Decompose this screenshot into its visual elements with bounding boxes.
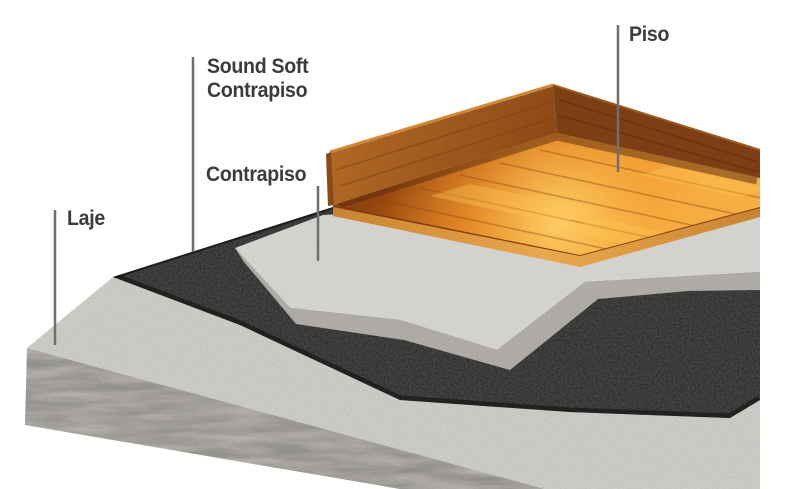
baseboard-right-top-edge	[552, 84, 761, 151]
slab-front-face-grain	[25, 348, 545, 489]
baseboard-left	[330, 85, 557, 205]
baseboard-right-grain	[557, 99, 759, 173]
baseboard-right	[553, 85, 760, 178]
floor-plank-edge	[333, 206, 760, 267]
label-sound-soft-contrapiso: Sound Soft Contrapiso	[207, 55, 309, 103]
baseboard-left-grain	[335, 101, 555, 187]
label-sound-soft-line1: Sound Soft	[207, 55, 309, 78]
label-laje: Laje	[67, 207, 105, 230]
leader-lines	[53, 25, 620, 345]
baseboard-end-cap	[326, 152, 334, 206]
label-sound-soft-line2: Contrapiso	[207, 79, 308, 102]
label-contrapiso: Contrapiso	[206, 163, 307, 186]
baseboard-left-top-highlight	[329, 83, 554, 154]
label-piso: Piso	[629, 23, 670, 46]
